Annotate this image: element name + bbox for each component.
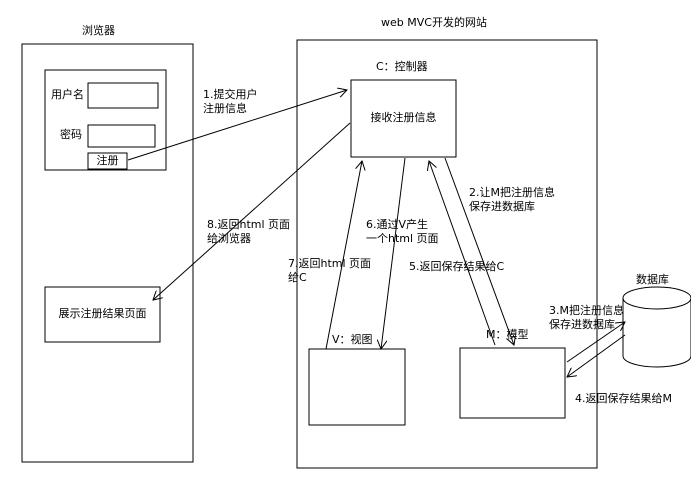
username-label: 用户名: [51, 88, 84, 101]
model-box: [459, 347, 566, 419]
arrow-6-to-view: [381, 157, 406, 349]
view-title: V：视图: [332, 333, 373, 346]
password-label: 密码: [60, 128, 82, 141]
username-input[interactable]: [87, 82, 159, 109]
register-button[interactable]: [87, 152, 128, 170]
result-page-label: 展示注册结果页面: [58, 307, 147, 320]
register-form-box: [44, 69, 167, 171]
arrow-4-from-db: [567, 334, 626, 377]
browser-panel: [21, 43, 194, 463]
arrow-1-label: 1.提交用户 注册信息: [203, 88, 258, 115]
controller-box-label: 接收注册信息: [370, 111, 437, 124]
arrow-2-label: 2.让M把注册信息 保存进数据库: [469, 186, 555, 213]
database-title: 数据库: [636, 273, 669, 286]
view-box: [308, 348, 406, 426]
arrow-4-label: 4.返回保存结果给M: [575, 392, 672, 405]
arrow-2-to-model: [444, 157, 514, 345]
arrow-8-label: 8.返回html 页面 给浏览器: [207, 218, 291, 245]
arrow-6-label: 6.通过V产生 一个html 页面: [366, 218, 439, 245]
arrow-3-to-db: [566, 322, 625, 363]
arrow-5-to-controller: [429, 161, 496, 346]
database-cylinder: [622, 286, 691, 368]
controller-title: C：控制器: [376, 60, 428, 73]
controller-box: [350, 79, 457, 158]
website-title: web MVC开发的网站: [381, 16, 487, 29]
result-page-box: [44, 286, 161, 343]
arrow-8-to-browser: [153, 122, 351, 300]
arrow-5-label: 5.返回保存结果给C: [409, 260, 505, 273]
register-button-label[interactable]: 注册: [96, 154, 119, 167]
arrow-7-to-controller: [325, 161, 362, 350]
arrow-1-submit: [127, 90, 347, 161]
model-title: M：模型: [486, 328, 529, 341]
password-input[interactable]: [87, 124, 156, 148]
website-panel: [296, 39, 598, 469]
arrow-3-label: 3.M把注册信息 保存进数据库: [549, 304, 624, 331]
arrow-7-label: 7.返回html 页面 给C: [288, 257, 372, 284]
browser-title: 浏览器: [82, 24, 115, 37]
